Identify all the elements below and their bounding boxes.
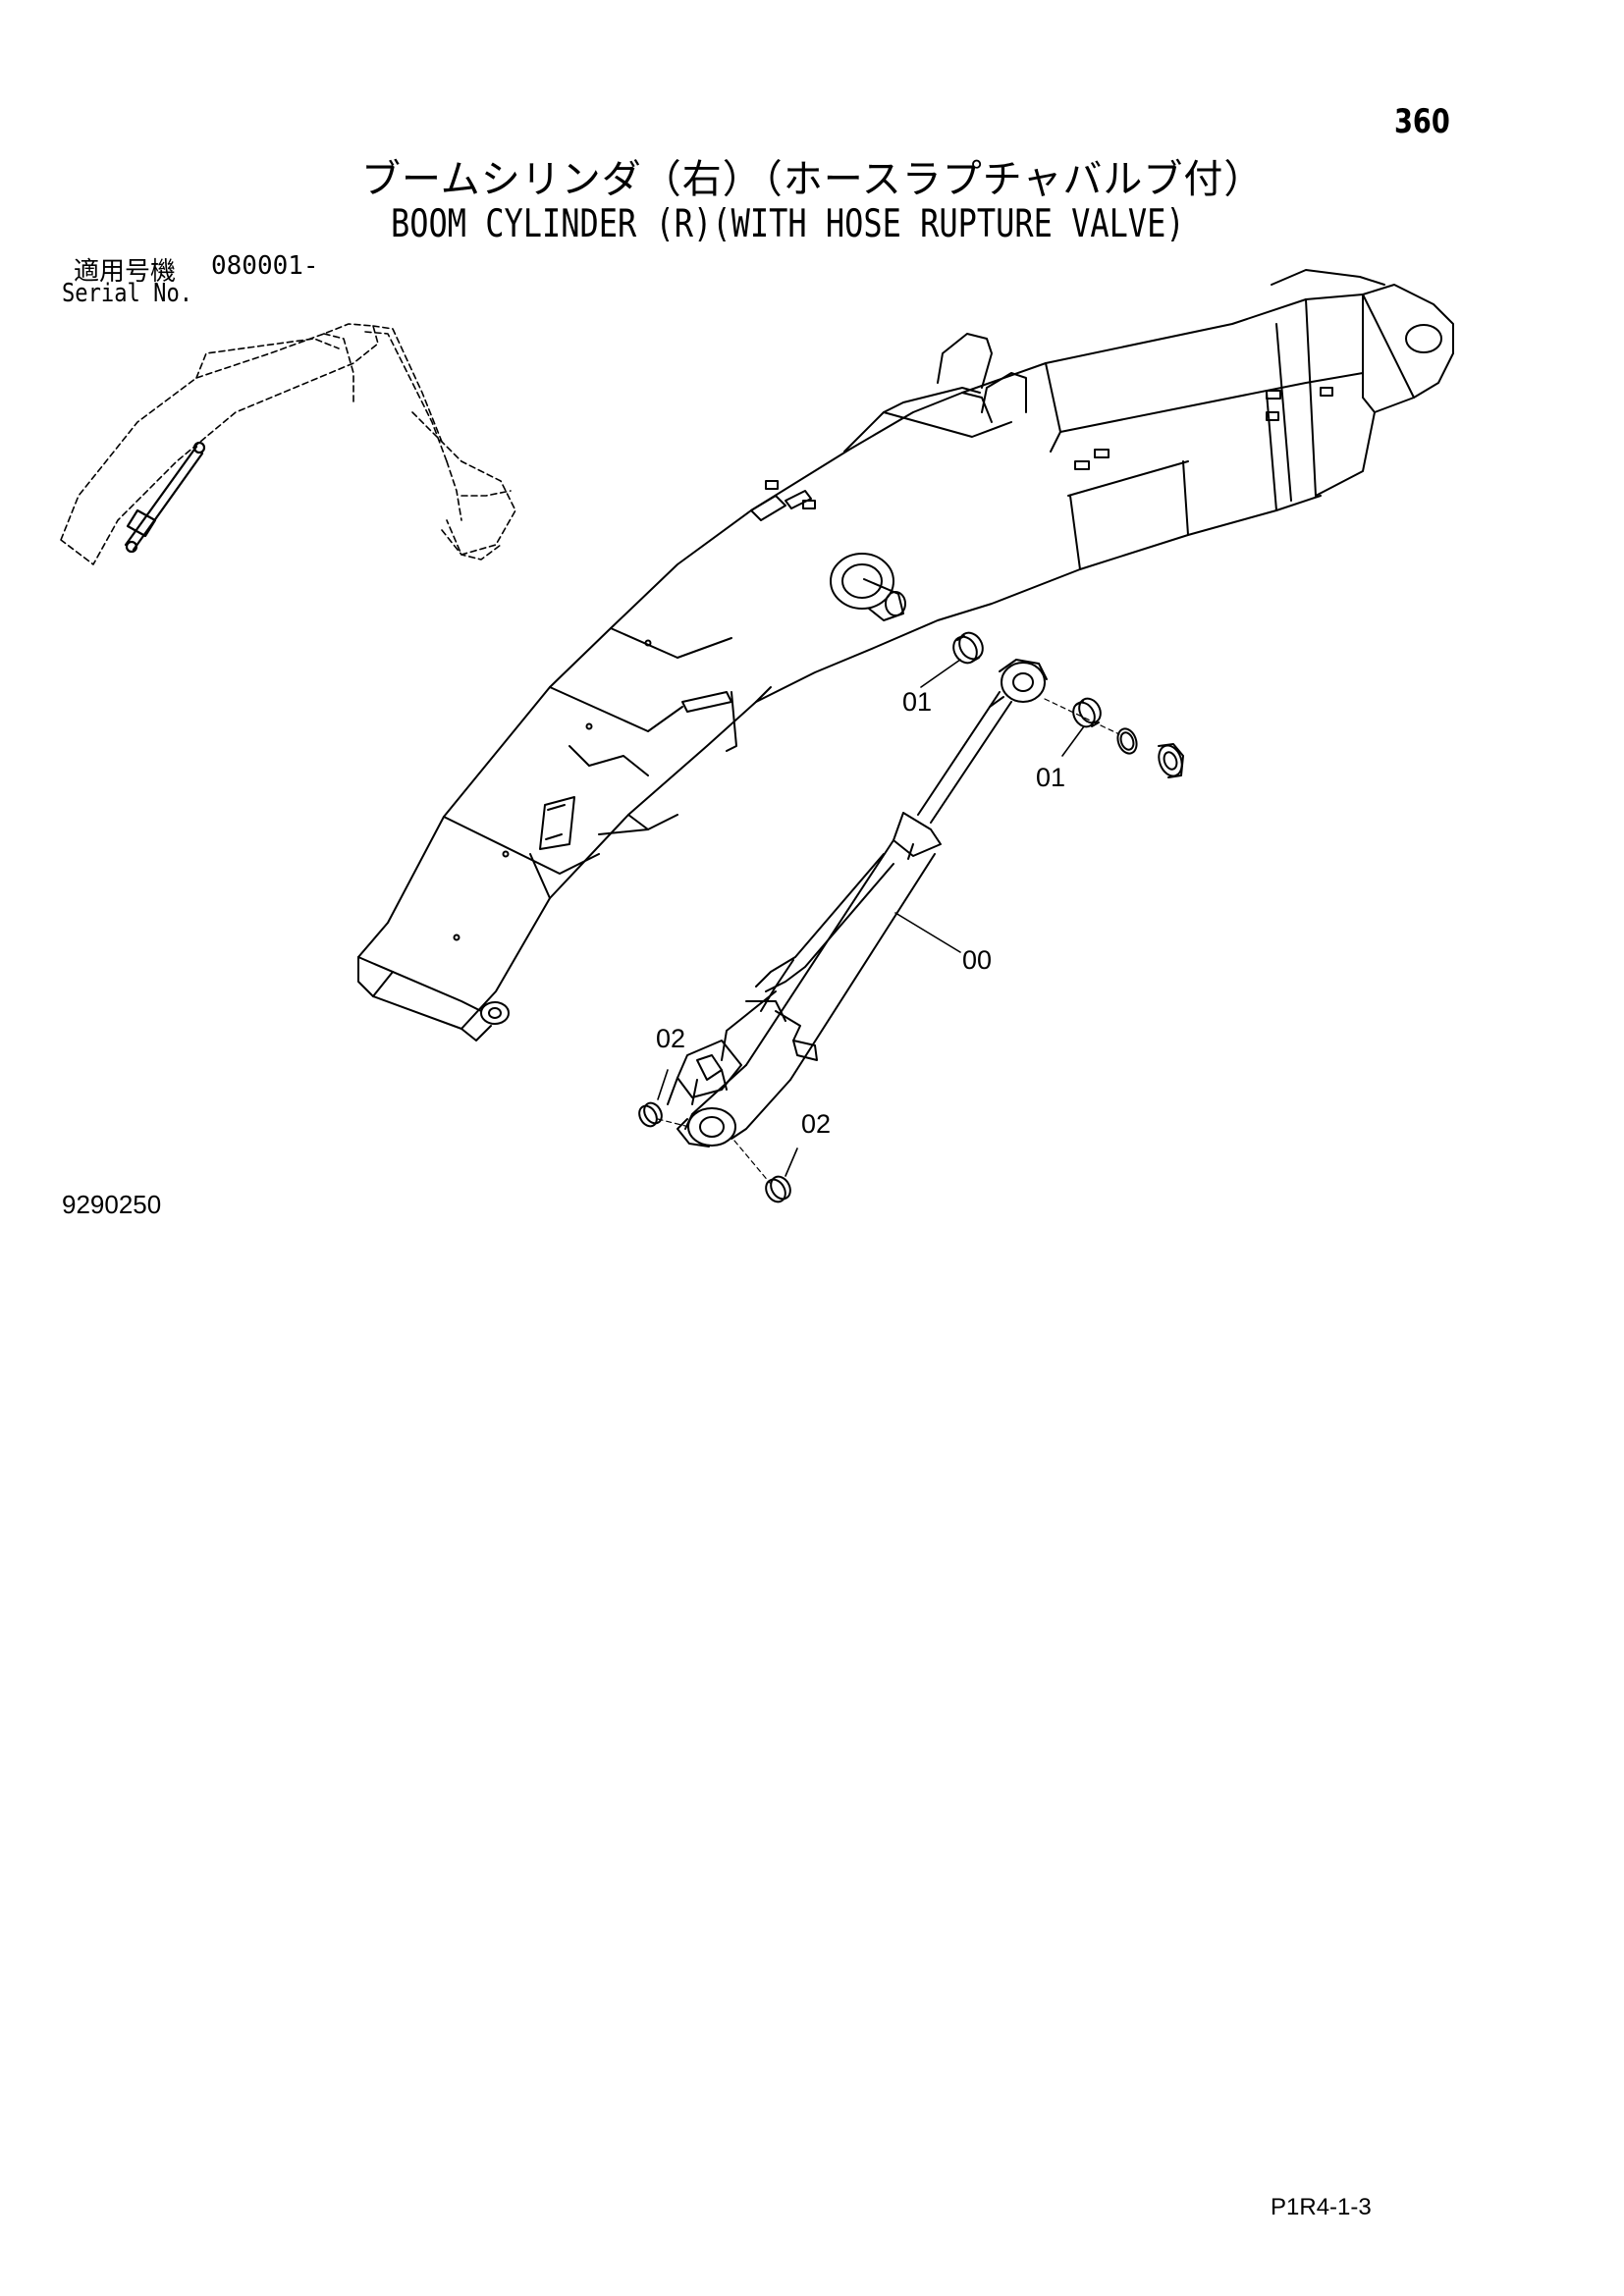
callout-01-upper: 01 (902, 687, 933, 717)
part-02-bushing-left (638, 1101, 663, 1128)
callout-02-left: 02 (656, 1024, 686, 1053)
leader-line-00 (894, 912, 961, 953)
key-map-highlighted-cylinder (124, 441, 206, 554)
page-number: 360 (1394, 102, 1450, 141)
part-02-bushing-right (765, 1175, 791, 1203)
callout-02-right: 02 (801, 1109, 832, 1139)
leader-line-01 (920, 659, 961, 688)
serial-label-english: Serial No. (62, 279, 193, 308)
part-01-bushing-upper (952, 631, 984, 665)
part-00-boom-cylinder (667, 659, 1048, 1148)
serial-number-value: 080001- (211, 251, 319, 281)
boom-structure (357, 269, 1454, 1041)
axis-dashed-line-rightlower (733, 1140, 771, 1184)
drawing-number: 9290250 (62, 1190, 162, 1219)
leader-line-02 (657, 1069, 669, 1100)
leader-line-01b (1061, 725, 1085, 757)
serial-label-japanese: 適用号機 (74, 257, 177, 287)
page-title-japanese: ブームシリンダ（右）（ホースラプチャバルブ付） (361, 157, 1265, 202)
axis-dashed-line (1044, 698, 1120, 735)
leader-line-02b (785, 1148, 798, 1177)
lock-nut (1158, 743, 1184, 778)
page-code: P1R4-1-3 (1271, 2194, 1372, 2220)
axis-dashed-line-lower (657, 1118, 690, 1128)
callout-00-cylinder: 00 (962, 945, 993, 975)
page-title-english: BOOM CYLINDER (R)(WITH HOSE RUPTURE VALV… (391, 202, 1185, 246)
key-map-thumbnail (60, 323, 516, 565)
part-01-bushing-right (1072, 697, 1102, 728)
washer (1116, 727, 1138, 755)
callout-01-right: 01 (1036, 763, 1066, 792)
